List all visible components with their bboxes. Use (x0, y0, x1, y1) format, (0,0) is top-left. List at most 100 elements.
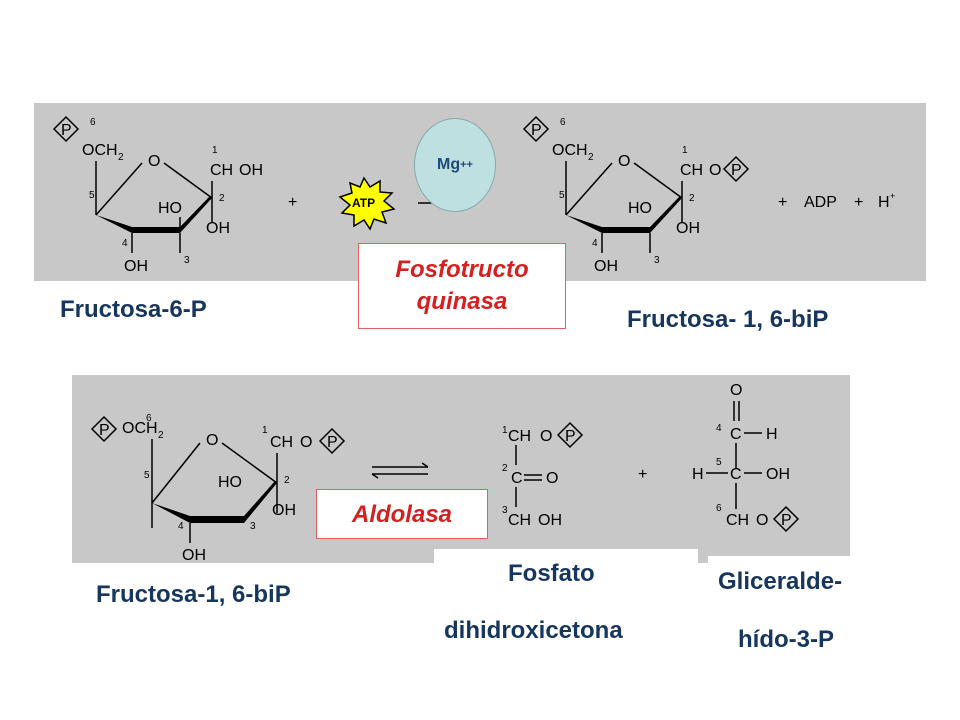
carbon-number-1: 1 (682, 145, 688, 156)
plus-sign-1: + (288, 194, 297, 211)
och2-label: OCH (82, 142, 118, 159)
carbon-number-3: 3 (250, 521, 256, 532)
phosphate-label-c1: P (327, 434, 338, 451)
h-label-4: H (766, 426, 778, 443)
carbon-number-4: 4 (716, 423, 722, 434)
carbon-number-4: 4 (122, 238, 128, 249)
o-label-aldehyde: O (730, 382, 742, 399)
label-box-g3p (708, 556, 892, 662)
oh-label-5: OH (766, 466, 790, 483)
proton-charge: + (890, 191, 895, 201)
c-label-5: C (730, 466, 742, 483)
carbon-number-5: 5 (716, 457, 722, 468)
ho-label-c3: HO (628, 200, 652, 217)
och2-label: OCH (552, 142, 588, 159)
ring-oxygen: O (148, 153, 160, 170)
fosfato-label: Fosfato (508, 560, 595, 587)
oh-label-c2: OH (676, 220, 700, 237)
phosphate-diamond (52, 115, 80, 143)
o-label-ketone: O (546, 470, 558, 487)
oh-label: OH (538, 512, 562, 529)
oh-label-c1: OH (239, 162, 263, 179)
carbon-number-1: 1 (212, 145, 218, 156)
enzyme-box-fosfotructoquinasa: Fosfotructo quinasa (358, 243, 566, 329)
carbon-number-6: 6 (560, 117, 566, 128)
ho-label-c3: HO (218, 474, 242, 491)
fructosa-6-p-label: Fructosa-6-P (60, 296, 207, 323)
oh-label-c4: OH (182, 547, 206, 563)
ch2oh-label: CH (508, 512, 531, 529)
ch2o-label: CH (680, 162, 703, 179)
subscript-2: 2 (588, 152, 594, 163)
subscript-2: 2 (158, 430, 164, 441)
atp-star: ATP (338, 176, 396, 231)
carbon-number-3: 3 (654, 255, 660, 266)
oh-label-c4: OH (124, 258, 148, 275)
phosphate-label: P (781, 512, 792, 529)
proton-label: H (878, 194, 890, 211)
reaction2-structures: P 6 OCH 2 O 5 1 CH O P 2 OH HO 3 4 OH 1 … (90, 382, 800, 563)
c-label: C (511, 470, 523, 487)
equilibrium-arrows (371, 462, 429, 479)
c-label-4: C (730, 426, 742, 443)
carbon-number-2: 2 (502, 463, 508, 474)
carbon-number-1: 1 (262, 425, 268, 436)
h-label-5: H (692, 466, 704, 483)
ring-oxygen: O (206, 432, 218, 449)
enzyme-name-line1: Fosfotructo (395, 256, 529, 283)
ch2o-label: CH (726, 512, 749, 529)
carbon-number-4: 4 (592, 238, 598, 249)
o-label-6: O (756, 512, 768, 529)
ch2o-label: CH (270, 434, 293, 451)
plus-sign-2: + (778, 194, 787, 211)
och2-label: OCH (122, 420, 158, 437)
ch2o-label: CH (508, 428, 531, 445)
carbon-number-1: 1 (502, 425, 508, 436)
phosphate-label: P (531, 122, 542, 139)
phosphate-label: P (565, 428, 576, 445)
carbon-number-3: 3 (502, 505, 508, 516)
atp-label: ATP (352, 196, 375, 210)
label-box-dhap (434, 549, 698, 657)
mg-charge: ++ (460, 159, 473, 171)
subscript-2: 2 (118, 152, 124, 163)
mg-cofactor-circle: Mg++ (414, 118, 496, 212)
enzyme-name: Aldolasa (351, 501, 453, 528)
ring-oxygen: O (618, 153, 630, 170)
plus-sign-3: + (854, 194, 863, 211)
o-label: O (540, 428, 552, 445)
carbon-number-6: 6 (716, 503, 722, 514)
enzyme-name-line2: quinasa (416, 288, 508, 315)
gliceralde-label: Gliceralde- (718, 568, 843, 595)
carbon-number-6: 6 (146, 413, 152, 424)
reaction1-structures: P 6 OCH 2 O 5 1 CH OH 2 OH HO 3 4 OH + A… (52, 115, 895, 275)
plus-sign-4: + (638, 466, 647, 483)
o-label-c1: O (300, 434, 312, 451)
carbon-number-2: 2 (219, 193, 225, 204)
hido-3-p-label: hído-3-P (738, 626, 834, 653)
gliceraldehido-structure: O 4 C H H 5 C OH 6 CH O P (692, 382, 800, 533)
carbon-number-5: 5 (89, 190, 95, 201)
fructosa-1-6-bip-label: Fructosa- 1, 6-biP (627, 306, 829, 333)
fructosa-1-6-bip-bottom-label: Fructosa-1, 6-biP (96, 581, 291, 608)
phosphate-label-c1: P (731, 162, 742, 179)
oh-label-c4: OH (594, 258, 618, 275)
oh-label-c2: OH (272, 502, 296, 519)
ho-label-c3: HO (158, 200, 182, 217)
oh-label-c2: OH (206, 220, 230, 237)
adp-label: ADP (804, 194, 837, 211)
phosphate-label: P (99, 422, 110, 439)
fructose-1-6-bip-structure: P 6 OCH 2 O 5 1 CH O P 2 OH HO 3 4 OH (522, 115, 750, 275)
carbon-number-5: 5 (559, 190, 565, 201)
ch2oh-label: CH (210, 162, 233, 179)
fructose-6-p-structure: P 6 OCH 2 O 5 1 CH OH 2 OH HO 3 4 OH (52, 115, 263, 275)
carbon-number-2: 2 (284, 475, 290, 486)
mg-label: Mg (437, 156, 461, 173)
o-label-c1: O (709, 162, 721, 179)
dihidroxicetona-label: dihidroxicetona (444, 617, 623, 644)
dihidroxicetona-structure: 1 CH O P 2 C O 3 CH OH (502, 421, 584, 529)
carbon-number-4: 4 (178, 521, 184, 532)
carbon-number-3: 3 (184, 255, 190, 266)
carbon-number-2: 2 (689, 193, 695, 204)
enzyme-box-aldolasa: Aldolasa (316, 489, 488, 539)
